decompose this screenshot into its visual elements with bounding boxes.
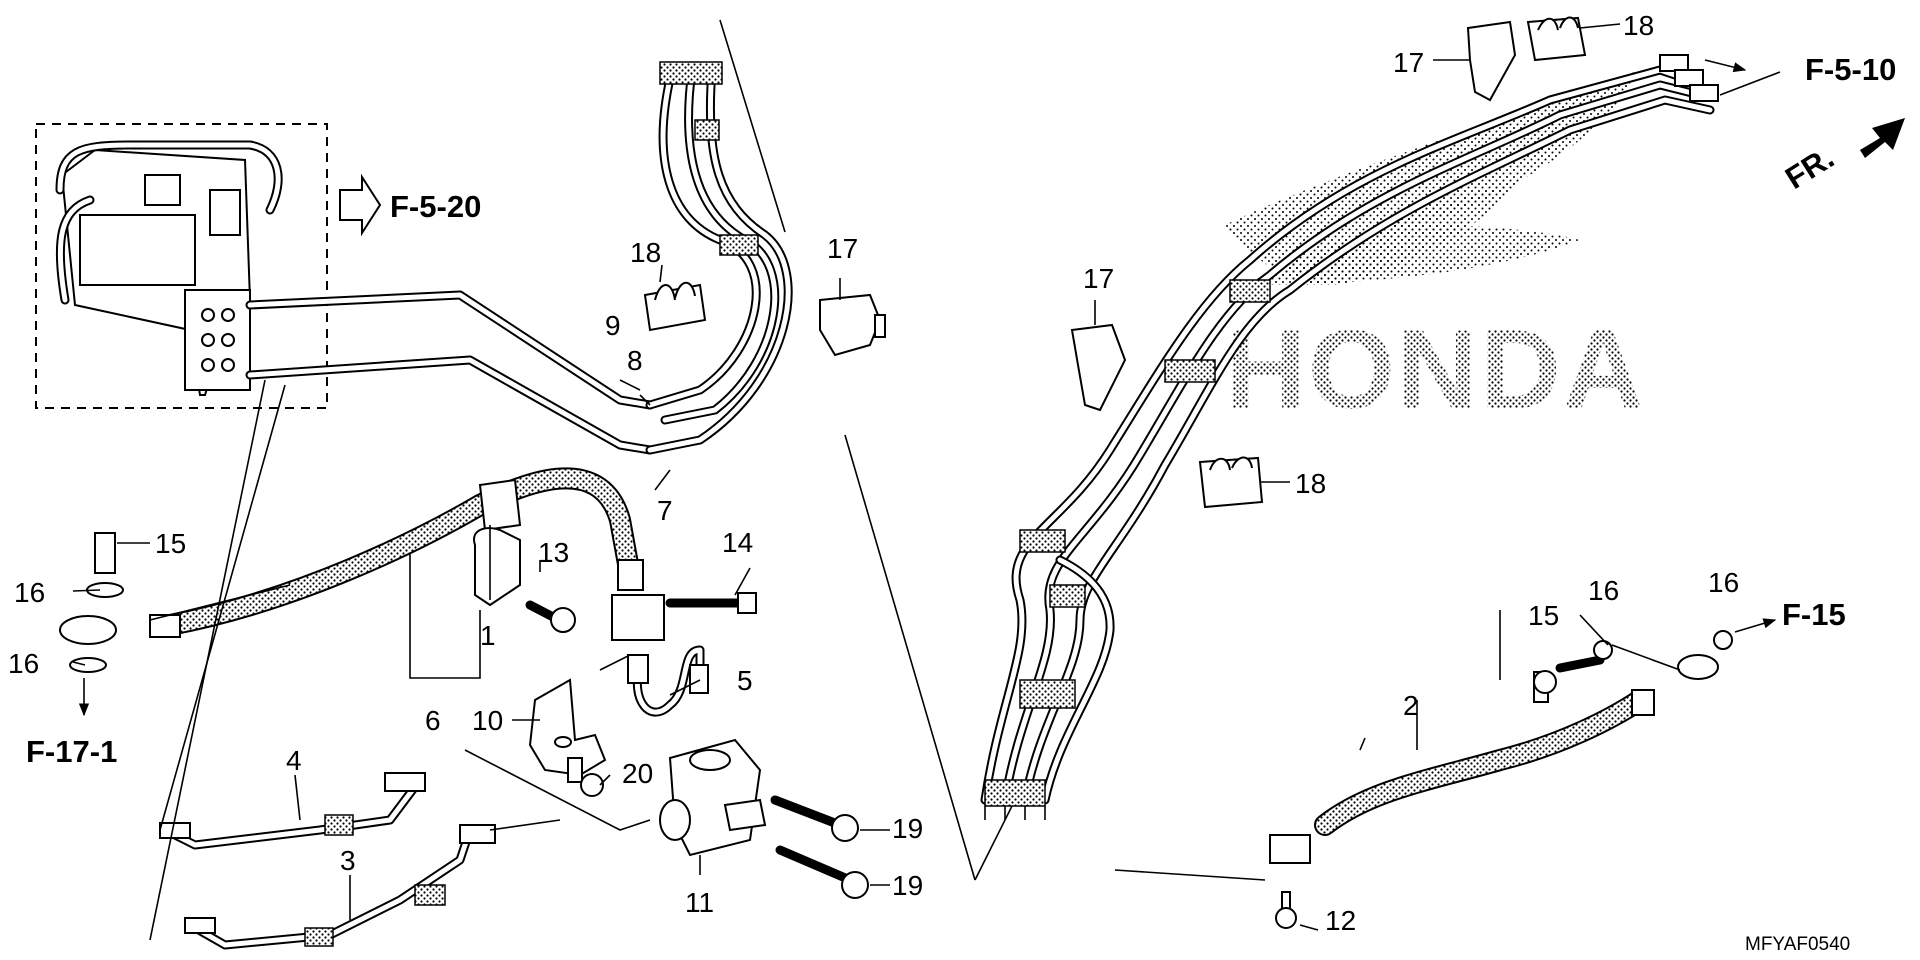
clip-18-right-middle (1198, 456, 1264, 509)
callout-9: 9 (605, 310, 621, 341)
brake-hose-1 (149, 467, 644, 638)
bolt-12 (1275, 891, 1297, 929)
three-way-joint-11 (659, 738, 767, 857)
callout-13: 13 (538, 537, 569, 568)
callout-16-right-a: 16 (1588, 575, 1619, 606)
front-banjo-fitting (59, 532, 124, 673)
callout-12: 12 (1325, 905, 1356, 936)
abs-dashed-frame (35, 123, 328, 409)
direction-label: FR. (1779, 140, 1840, 196)
callout-17-top-right: 17 (1393, 47, 1424, 78)
abs-modulator-assembly (35, 123, 328, 409)
front-pipe-bundle-left (645, 61, 793, 455)
callout-17-middle: 17 (827, 233, 858, 264)
honda-watermark-text: HONDA (1225, 307, 1646, 432)
bolt-13 (525, 600, 576, 633)
diagram-part-code: MFYAF0540 (1745, 934, 1850, 955)
brake-pipe-3 (184, 824, 496, 950)
front-pipe-bundle-right (980, 54, 1719, 820)
callout-15-right: 15 (1528, 600, 1559, 631)
rear-banjo-fitting (1533, 630, 1733, 703)
callout-16-right-b: 16 (1708, 567, 1739, 598)
bolts-19 (770, 795, 869, 899)
callout-14: 14 (722, 527, 753, 558)
callout-4: 4 (286, 745, 302, 776)
callout-6: 6 (425, 705, 441, 736)
callout-numbers: 1 2 3 4 5 6 7 8 9 10 11 12 13 14 15 15 1… (8, 10, 1739, 936)
callout-19-lower: 19 (892, 870, 923, 901)
callout-19-upper: 19 (892, 813, 923, 844)
bolt-20 (567, 757, 604, 797)
brake-hose-2 (1269, 654, 1719, 864)
callout-8: 8 (627, 345, 643, 376)
clip-18-top-middle (643, 281, 707, 332)
ref-f-17-1[interactable]: F-17-1 (26, 734, 117, 769)
callout-18-right-middle: 18 (1295, 468, 1326, 499)
callout-18-middle: 18 (630, 237, 661, 268)
clip-17-right-middle (1070, 323, 1127, 412)
callout-17-right-middle: 17 (1083, 263, 1114, 294)
brake-pipe-5 (611, 594, 709, 717)
callout-20: 20 (622, 758, 653, 789)
abs-output-pipes (245, 290, 655, 455)
hose-clamp-13 (473, 527, 521, 607)
clip-17-middle (819, 293, 886, 357)
callout-16-left-upper: 16 (14, 577, 45, 608)
callout-3: 3 (340, 845, 356, 876)
ref-f-15[interactable]: F-15 (1782, 597, 1846, 632)
ref-f-5-20[interactable]: F-5-20 (390, 189, 481, 224)
callout-10: 10 (472, 705, 503, 736)
callout-16-left-lower: 16 (8, 648, 39, 679)
callout-15-left: 15 (155, 528, 186, 559)
callout-2: 2 (1403, 690, 1419, 721)
front-direction-indicator: FR. (1779, 118, 1905, 196)
ref-arrow-f-5-20[interactable]: F-5-20 (339, 173, 481, 237)
bolt-14 (665, 592, 757, 614)
brake-pipe-4 (159, 772, 426, 850)
clip-18-top-right (1526, 16, 1587, 62)
callout-7: 7 (657, 495, 673, 526)
callout-11: 11 (685, 887, 714, 918)
callout-5: 5 (737, 665, 753, 696)
callout-leaders (72, 23, 1621, 931)
ref-f-5-10[interactable]: F-5-10 (1805, 52, 1896, 87)
clip-17-top-right (1466, 20, 1517, 102)
callout-18-top-right: 18 (1623, 10, 1654, 41)
callout-1: 1 (480, 620, 496, 651)
bracket-10 (528, 678, 607, 777)
